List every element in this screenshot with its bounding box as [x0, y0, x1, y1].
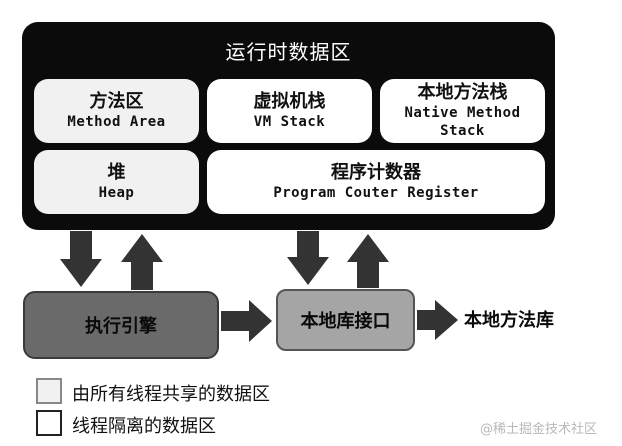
vm-stack-en: VM Stack [253, 114, 326, 130]
method-area-box: 方法区 Method Area [34, 79, 199, 143]
arrow-interface-to-library [417, 300, 458, 340]
native-method-stack-en-1: Native Method [404, 105, 521, 121]
execution-engine-label: 执行引擎 [85, 316, 157, 337]
arrow-down-to-native-interface [287, 231, 329, 285]
native-interface-box: 本地库接口 [276, 289, 415, 351]
native-method-stack-zh: 本地方法栈 [417, 82, 508, 103]
program-counter-register-box: 程序计数器 Program Couter Register [207, 150, 545, 214]
vm-stack-zh: 虚拟机栈 [253, 91, 326, 112]
program-counter-register-zh: 程序计数器 [331, 162, 421, 183]
execution-engine-box: 执行引擎 [23, 291, 219, 359]
legend-private-label: 线程隔离的数据区 [72, 416, 216, 437]
heap-box: 堆 Heap [34, 150, 199, 214]
vm-stack-box: 虚拟机栈 VM Stack [207, 79, 372, 143]
native-interface-label: 本地库接口 [300, 311, 391, 332]
heap-zh: 堆 [107, 162, 126, 183]
arrow-up-from-engine [121, 234, 163, 290]
program-counter-register-en: Program Couter Register [273, 185, 479, 201]
method-area-zh: 方法区 [89, 91, 144, 112]
arrow-up-from-native-interface [347, 234, 389, 288]
legend-shared-swatch [36, 378, 62, 404]
watermark-text: @稀土掘金技术社区 [480, 422, 598, 437]
heap-en: Heap [98, 185, 135, 201]
native-library-label: 本地方法库 [464, 310, 554, 331]
native-method-stack-en-2: Stack [440, 123, 485, 139]
arrow-engine-to-interface [221, 300, 272, 342]
legend-private-swatch [36, 410, 62, 436]
legend-shared-label: 由所有线程共享的数据区 [72, 384, 270, 405]
runtime-data-area-title: 运行时数据区 [225, 40, 352, 64]
method-area-en: Method Area [67, 114, 166, 130]
arrow-down-to-engine [60, 231, 102, 287]
native-method-stack-box: 本地方法栈 Native Method Stack [380, 79, 545, 143]
